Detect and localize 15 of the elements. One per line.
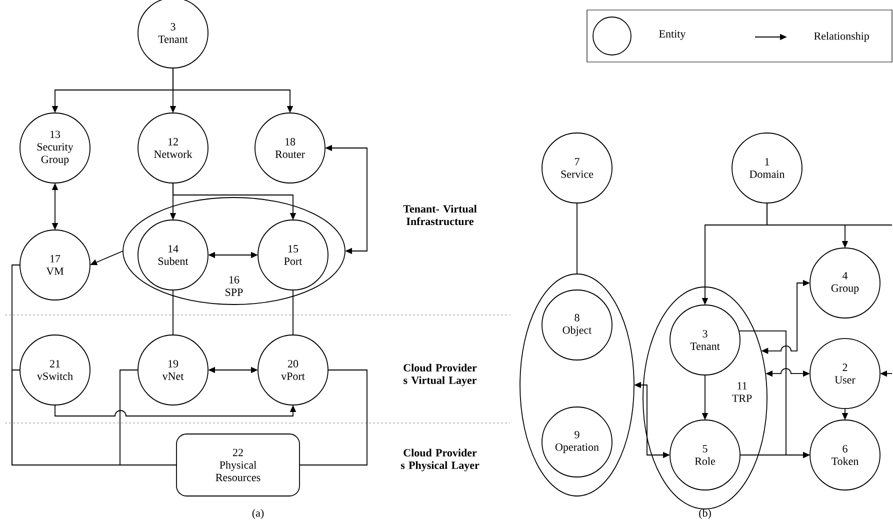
legend-text: Relationship bbox=[814, 32, 869, 42]
layer-label: Tenant- Virtual Infrastructure bbox=[403, 204, 477, 226]
rounded-box: 22 Physical Resources bbox=[176, 434, 300, 496]
panel-caption: (a) bbox=[252, 509, 264, 519]
group-ellipse bbox=[520, 274, 634, 496]
panel-caption: (b) bbox=[699, 509, 711, 519]
connector bbox=[292, 290, 294, 336]
connector bbox=[120, 370, 177, 466]
connector bbox=[172, 290, 174, 336]
layer-label: Cloud Provider s Virtual Layer bbox=[404, 364, 477, 386]
legend-text: Entity bbox=[659, 30, 686, 40]
connector bbox=[576, 202, 578, 274]
layer-label: Cloud Provider s Physical Layer bbox=[400, 448, 480, 472]
connector bbox=[299, 370, 368, 466]
connector bbox=[766, 202, 892, 226]
